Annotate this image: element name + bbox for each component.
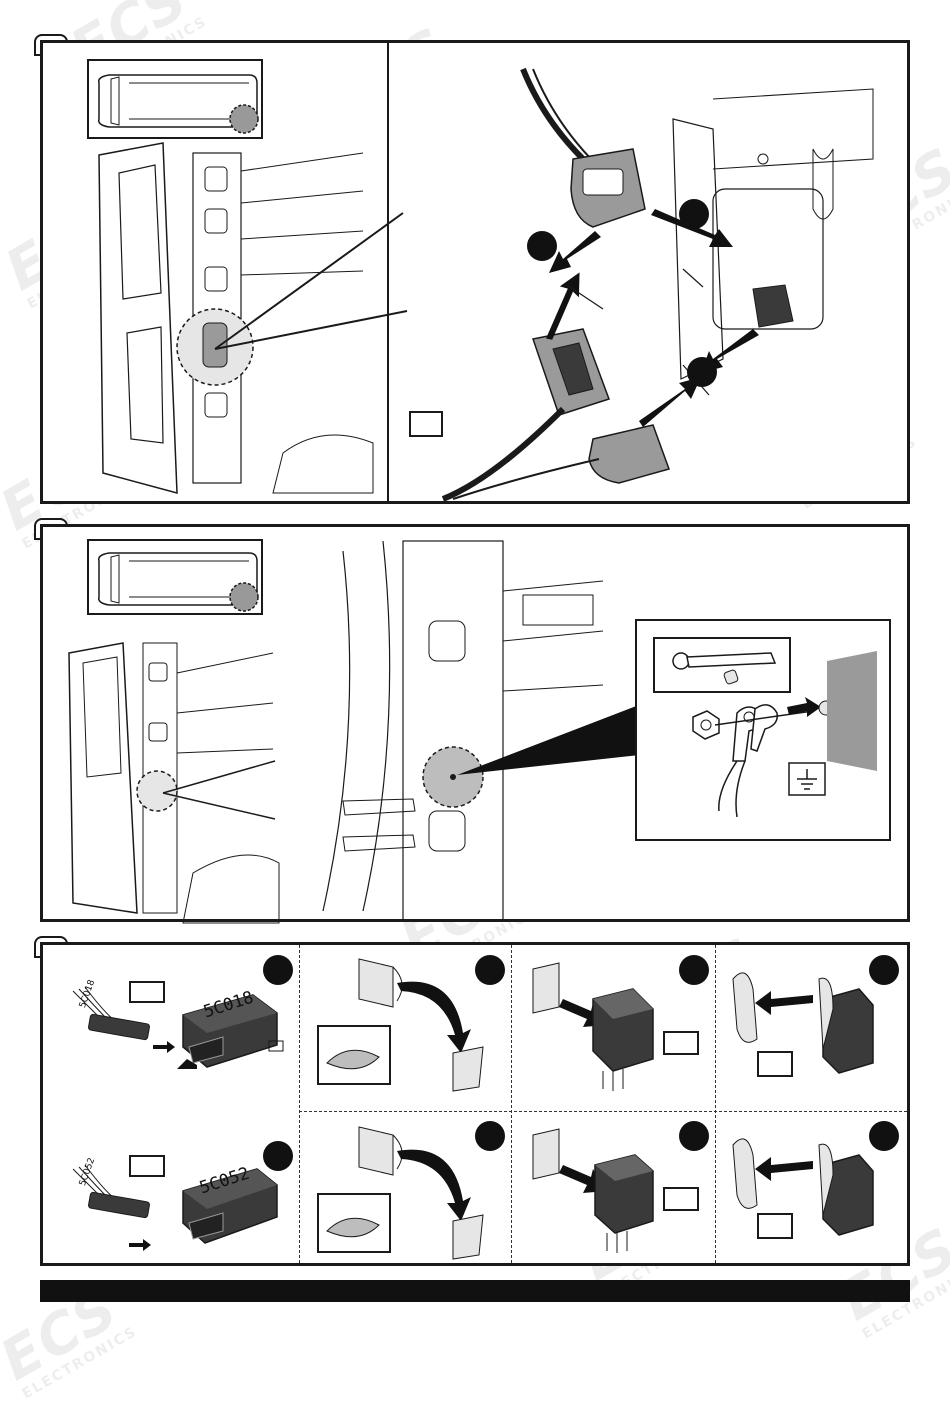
remove-backing-step <box>732 972 874 1074</box>
grid-divider <box>715 945 716 1263</box>
label-box <box>129 981 165 1003</box>
step-badge <box>263 955 293 985</box>
adhesive-pad-icon <box>732 972 758 1043</box>
adhesive-detail-inset <box>317 1025 391 1085</box>
step-badge <box>679 955 709 985</box>
panel-step-1 <box>40 40 910 504</box>
peel-adhesive-step <box>358 958 484 1092</box>
label-box <box>757 1051 793 1077</box>
grid-divider <box>511 945 512 1263</box>
arrow-icon <box>639 377 701 427</box>
wire-harness-plug <box>72 1164 151 1251</box>
adhesive-detail-inset <box>317 1193 391 1253</box>
apply-adhesive-step <box>532 1128 654 1253</box>
van-topview-inset <box>87 59 263 139</box>
callout-lines <box>214 212 408 350</box>
arrow-icon <box>549 231 601 273</box>
ground-detail-inset <box>635 619 891 841</box>
grid-divider <box>299 945 300 1263</box>
step-badge <box>263 1141 293 1171</box>
panel-divider <box>387 43 389 501</box>
tool-inset <box>653 637 791 693</box>
rear-door-illustration <box>68 642 280 924</box>
control-module-icon <box>177 994 284 1069</box>
footer-bar <box>40 1280 910 1302</box>
control-module-icon <box>822 1154 874 1236</box>
label-box <box>663 1187 699 1211</box>
remove-backing-step <box>732 1138 874 1236</box>
step-badge <box>869 955 899 985</box>
van-topview-icon <box>97 74 259 134</box>
step-badge <box>475 1121 505 1151</box>
step-badge <box>527 231 557 261</box>
adhesive-pad-icon <box>358 958 394 1008</box>
label-box <box>757 1213 793 1239</box>
wire-harness-plug <box>72 986 175 1053</box>
callout-beam <box>457 705 639 775</box>
control-module-icon <box>182 1168 278 1244</box>
ground-hardware <box>692 651 877 818</box>
step-badge <box>475 955 505 985</box>
adhesive-pad-icon <box>532 962 560 1014</box>
control-module-icon <box>822 988 874 1074</box>
van-topview-icon <box>97 552 259 612</box>
label-box <box>409 411 443 437</box>
ratchet-wrench-icon <box>672 652 777 685</box>
arrow-icon <box>546 272 580 340</box>
peel-adhesive-step <box>358 1126 484 1260</box>
adhesive-pad-icon <box>326 1049 380 1070</box>
rear-door-illustration <box>98 142 374 494</box>
arrow-icon <box>701 329 759 373</box>
adhesive-pad-icon <box>358 1126 394 1176</box>
panel-step-2 <box>40 524 910 924</box>
step-badge <box>869 1121 899 1151</box>
adhesive-pad-icon <box>732 1138 758 1209</box>
apply-adhesive-step <box>532 962 654 1091</box>
van-topview-inset <box>87 539 263 615</box>
label-box <box>129 1155 165 1177</box>
step-badge <box>687 357 717 387</box>
grid-divider <box>299 1111 907 1112</box>
adhesive-pad-icon <box>532 1128 560 1180</box>
step-badge <box>679 199 709 229</box>
callout-lines <box>162 760 276 820</box>
step-badge <box>679 1121 709 1151</box>
adhesive-pad-icon <box>326 1217 380 1238</box>
door-closeup-illustration <box>322 540 604 922</box>
panel-step-3: 5C018 5C018 5C052 5C052 <box>40 942 910 1266</box>
label-box <box>663 1031 699 1055</box>
connector-diagram <box>441 67 874 502</box>
